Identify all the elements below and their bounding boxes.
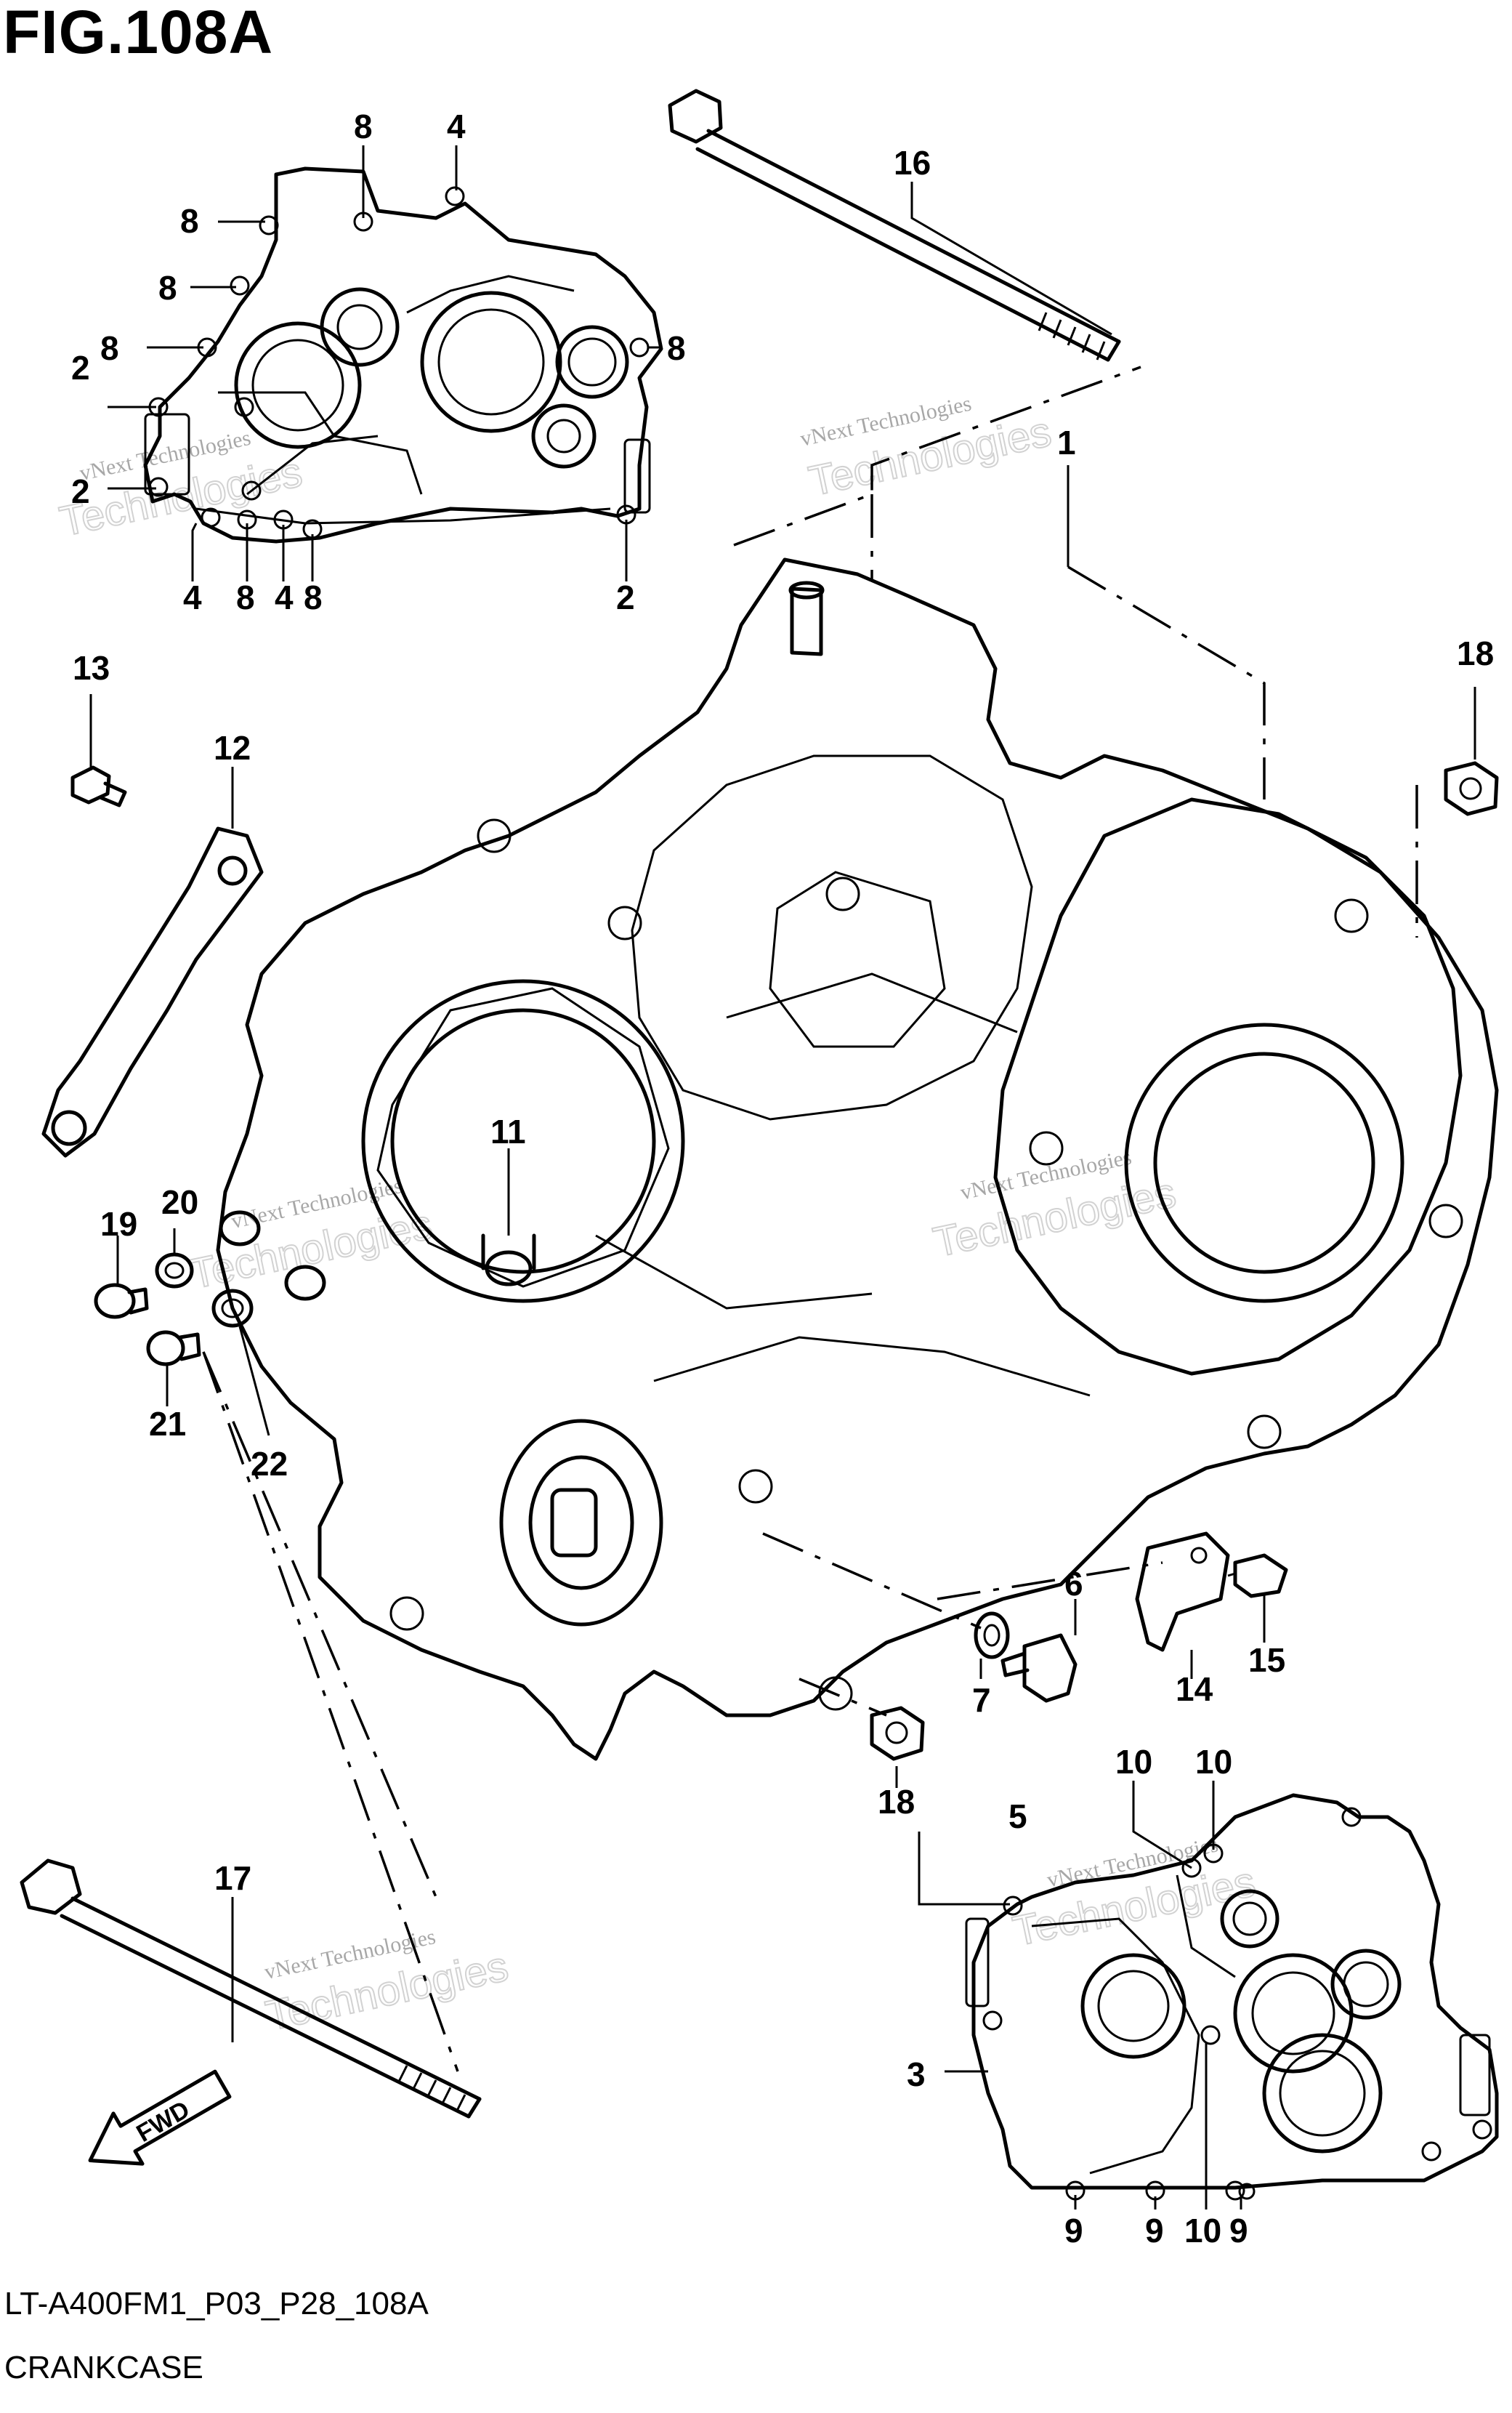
callout-9: 9 bbox=[1145, 2212, 1164, 2249]
callout-10: 10 bbox=[1184, 2212, 1221, 2249]
callout-2: 2 bbox=[71, 472, 90, 510]
nut-18-upper bbox=[1444, 761, 1499, 816]
callout-5: 5 bbox=[1008, 1797, 1027, 1835]
watermarks: vNext Technologies Technologies vNext Te… bbox=[55, 392, 1261, 2041]
callout-1: 1 bbox=[1057, 424, 1076, 462]
callout-labels: 1 2 2 2 3 4 4 4 5 6 7 8 8 8 8 8 8 8 9 9 … bbox=[71, 108, 1494, 2249]
callout-8: 8 bbox=[304, 579, 323, 616]
callout-13: 13 bbox=[73, 649, 110, 687]
bracket-12 bbox=[41, 826, 264, 1158]
long-bolt-17 bbox=[20, 1858, 482, 2119]
callout-7: 7 bbox=[972, 1681, 991, 1719]
bolt-13 bbox=[70, 765, 127, 807]
figure-name: CRANKCASE bbox=[4, 2350, 203, 2385]
callout-8: 8 bbox=[236, 579, 255, 616]
callout-19: 19 bbox=[100, 1205, 137, 1243]
oring-22 bbox=[211, 1289, 254, 1328]
bolt-6 bbox=[1000, 1633, 1078, 1703]
bolt-15 bbox=[1227, 1553, 1288, 1598]
callout-10: 10 bbox=[1115, 1743, 1152, 1781]
leader-lines bbox=[89, 145, 1476, 2209]
callout-8: 8 bbox=[100, 329, 119, 367]
forward-direction-arrow: FWD bbox=[88, 2069, 232, 2166]
callout-15: 15 bbox=[1248, 1641, 1285, 1679]
plate-14 bbox=[1135, 1531, 1230, 1652]
callout-6: 6 bbox=[1064, 1565, 1083, 1603]
callout-11: 11 bbox=[490, 1113, 526, 1151]
callout-20: 20 bbox=[161, 1183, 198, 1221]
callout-4: 4 bbox=[183, 579, 202, 616]
callout-12: 12 bbox=[214, 729, 251, 767]
callout-18: 18 bbox=[1457, 635, 1494, 672]
washer-7 bbox=[974, 1611, 1010, 1659]
callout-16: 16 bbox=[894, 144, 931, 182]
crankcase-main-assembly bbox=[216, 557, 1499, 1761]
oring-20 bbox=[155, 1252, 194, 1289]
callout-4: 4 bbox=[275, 579, 294, 616]
callout-9: 9 bbox=[1064, 2212, 1083, 2249]
callout-8: 8 bbox=[180, 202, 199, 240]
plug-21 bbox=[146, 1330, 201, 1366]
callout-2: 2 bbox=[616, 579, 635, 616]
callout-10: 10 bbox=[1195, 1743, 1232, 1781]
callout-21: 21 bbox=[149, 1405, 186, 1443]
callout-17: 17 bbox=[214, 1859, 251, 1897]
callout-18: 18 bbox=[878, 1783, 915, 1821]
callout-22: 22 bbox=[251, 1445, 288, 1483]
callout-2: 2 bbox=[71, 349, 90, 387]
figure-code: LT-A400FM1_P03_P28_108A bbox=[4, 2286, 429, 2321]
plug-19 bbox=[94, 1283, 149, 1319]
callout-8: 8 bbox=[667, 329, 686, 367]
callout-8: 8 bbox=[354, 108, 373, 145]
assembly-lines bbox=[202, 366, 1418, 2072]
callout-9: 9 bbox=[1229, 2212, 1248, 2249]
callout-14: 14 bbox=[1176, 1670, 1213, 1708]
nut-18-lower bbox=[870, 1706, 925, 1761]
callout-4: 4 bbox=[447, 108, 466, 145]
figure-title: FIG.108A bbox=[3, 0, 274, 66]
crankcase-half-bottom-view bbox=[965, 1793, 1499, 2201]
callout-8: 8 bbox=[158, 269, 177, 307]
callout-3: 3 bbox=[907, 2055, 926, 2093]
long-bolt-16 bbox=[668, 89, 1121, 362]
